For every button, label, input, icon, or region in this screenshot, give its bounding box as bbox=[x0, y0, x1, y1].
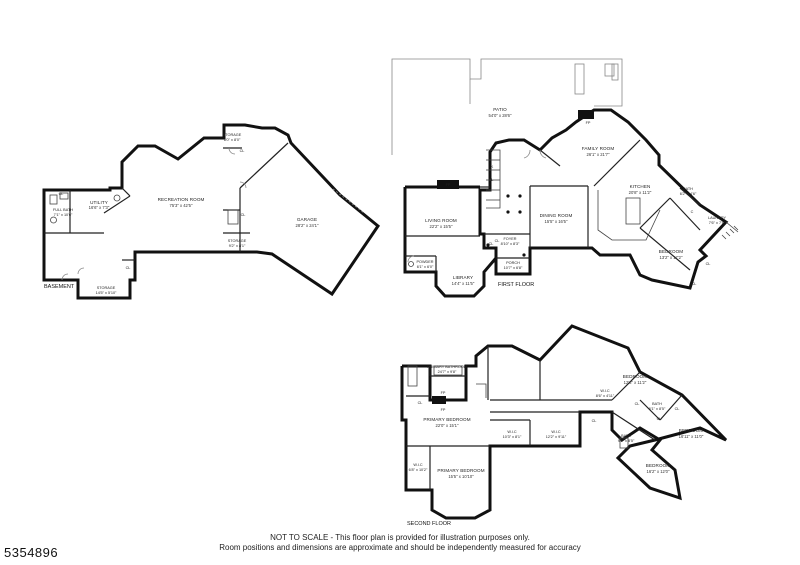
bedroom-b-dim: 16'11" x 11'0" bbox=[679, 434, 704, 439]
library-dim: 14'4" x 11'5" bbox=[452, 281, 475, 286]
storage-mid-dim: 9'2" x 8'1" bbox=[229, 244, 246, 248]
second-cl-3: CL bbox=[657, 417, 662, 421]
storage-top-name: STORAGE bbox=[223, 133, 242, 137]
family-room-dim: 26'1" x 21'7" bbox=[587, 152, 610, 157]
second-floor-outer-wall bbox=[400, 324, 728, 520]
kitchen-name: KITCHEN bbox=[630, 184, 651, 189]
basement-plan bbox=[42, 123, 381, 300]
wic-3-dim: 8'6" x 4'11" bbox=[596, 394, 615, 398]
wic-2-name: W.I.C bbox=[551, 430, 561, 434]
second-cl-1: CL bbox=[418, 401, 423, 405]
bedroom-b-name: BEDROOM bbox=[679, 428, 704, 433]
basement-cl-1: CL bbox=[59, 192, 64, 196]
living-fp: FP bbox=[446, 183, 451, 187]
laundry-dim: 7'6" x 7'6" bbox=[709, 221, 726, 225]
primary-bedroom-dim: 22'0" x 15'1" bbox=[436, 423, 459, 428]
disclaimer-line-1: NOT TO SCALE - This floor plan is provid… bbox=[270, 533, 530, 542]
wic-left-name: W.I.C bbox=[413, 463, 423, 467]
basement-cl-2: CL bbox=[126, 266, 131, 270]
primary-bath-name: PRIMARY BATHROOM bbox=[427, 365, 467, 369]
bedroom-c-name: BEDROOM bbox=[646, 463, 671, 468]
first-cl-1: CL bbox=[489, 178, 494, 182]
recreation-room-name: RECREATION ROOM bbox=[158, 197, 205, 202]
recreation-room-dim: 75'3" x 42'5" bbox=[170, 203, 193, 208]
primary-bath-dim: 24'7" x 9'8" bbox=[438, 370, 457, 374]
first-cl-4: CL bbox=[706, 262, 711, 266]
bath-first-dim: 6'2" x 4'6" bbox=[680, 192, 697, 196]
primary-bedroom2-name: PRIMARY BEDROOM bbox=[437, 468, 484, 473]
second-floor-plan bbox=[400, 324, 728, 520]
full-bath-dim: 7'1" x 10'6" bbox=[54, 213, 73, 217]
first-cl-5: CL bbox=[692, 282, 697, 286]
bath-b-dim: 9'5" x 8'5" bbox=[618, 439, 635, 443]
first-c: C bbox=[691, 210, 694, 214]
storage-bottom-name: STORAGE bbox=[97, 286, 116, 290]
storage-bottom-dim: 14'5" x 5'10" bbox=[96, 291, 117, 295]
bath-b-name: BATH bbox=[621, 434, 631, 438]
garage-name: GARAGE bbox=[297, 217, 317, 222]
bath-a-name: BATH bbox=[652, 402, 662, 406]
foyer-name: FOYER bbox=[503, 237, 516, 241]
storage-top-dim: 6'0" x 8'0" bbox=[224, 138, 241, 142]
wic-1-dim: 10'3" x 8'1" bbox=[503, 435, 522, 439]
living-room-name: LIVING ROOM bbox=[425, 218, 457, 223]
bath-first-name: BATH bbox=[683, 187, 693, 191]
first-cl-3: CL bbox=[495, 239, 500, 243]
family-room-name: FAMILY ROOM bbox=[582, 146, 615, 151]
basement-outer-wall bbox=[42, 123, 381, 300]
dining-room-name: DINING ROOM bbox=[540, 213, 573, 218]
first-k: K bbox=[491, 165, 494, 169]
porch-dim: 10'7" x 6'8" bbox=[504, 266, 523, 270]
storage-mid-name: STORAGE bbox=[228, 239, 247, 243]
bedroom-c-dim: 16'2" x 12'0" bbox=[647, 469, 670, 474]
second-fp-2: FP bbox=[441, 408, 446, 412]
disclaimer-line-2: Room positions and dimensions are approx… bbox=[219, 543, 581, 552]
primary-bedroom2-dim: 15'5" x 10'10" bbox=[448, 474, 474, 479]
library-name: LIBRARY bbox=[453, 275, 473, 280]
second-fp-1: FP bbox=[441, 391, 446, 395]
basement-cl-4: CL bbox=[240, 149, 245, 153]
utility-dim: 16'6" x 7'3" bbox=[89, 205, 110, 210]
utility-name: UTILITY bbox=[90, 200, 108, 205]
patio-name: PATIO bbox=[493, 107, 507, 112]
first-floor-outer-wall bbox=[403, 108, 729, 298]
porch-name: PORCH bbox=[506, 261, 520, 265]
second-cl-2: CL bbox=[592, 419, 597, 423]
powder-dim: 6'1" x 6'0" bbox=[417, 265, 434, 269]
bedroom-first-dim: 13'2" x 17'2" bbox=[660, 255, 683, 260]
listing-id: 5354896 bbox=[4, 545, 59, 560]
bedroom-first-name: BEDROOM bbox=[659, 249, 684, 254]
wic-3-name: W.I.C bbox=[600, 389, 610, 393]
wic-left-dim: 6'8" x 10'2" bbox=[409, 468, 428, 472]
first-floor-plan bbox=[391, 58, 739, 298]
bedroom-a-dim: 12'6" x 11'2" bbox=[624, 380, 647, 385]
family-fp: FP bbox=[586, 121, 591, 125]
laundry-name: LAUNDRY bbox=[708, 216, 727, 220]
second-cl-5: CL bbox=[635, 402, 640, 406]
powder-name: POWDER bbox=[416, 260, 433, 264]
garage-dim: 28'2" x 24'1" bbox=[296, 223, 319, 228]
first-cl-2: CL bbox=[489, 242, 494, 246]
dining-room-dim: 15'5" x 16'5" bbox=[545, 219, 568, 224]
kitchen-dim: 20'8" x 11'2" bbox=[629, 190, 652, 195]
bath-a-dim: 6'1" x 8'5" bbox=[649, 407, 666, 411]
second-cl-4: CL bbox=[675, 407, 680, 411]
basement-label: BASEMENT bbox=[44, 284, 75, 290]
patio-dim: 54'0" x 28'6" bbox=[489, 113, 512, 118]
foyer-dim: 8'10" x 8'3" bbox=[501, 242, 520, 246]
wic-2-dim: 12'2" x 9'11" bbox=[546, 435, 567, 439]
primary-bedroom-name: PRIMARY BEDROOM bbox=[423, 417, 470, 422]
bedroom-a-name: BEDROOM bbox=[623, 374, 648, 379]
wic-1-name: W.I.C bbox=[507, 430, 517, 434]
first-floor-label: FIRST FLOOR bbox=[498, 282, 534, 288]
basement-cl-3: CL bbox=[241, 213, 246, 217]
living-room-dim: 22'2" x 15'5" bbox=[430, 224, 453, 229]
second-floor-label: SECOND FLOOR bbox=[407, 521, 451, 527]
full-bath-name: FULL BATH bbox=[53, 208, 73, 212]
